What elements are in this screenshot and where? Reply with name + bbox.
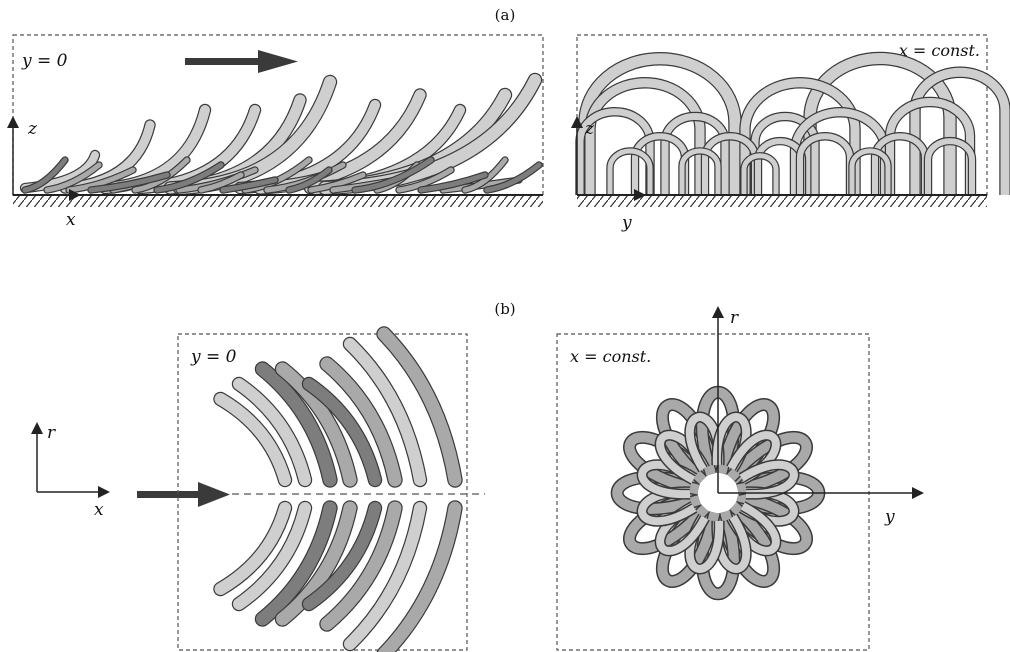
- flow-arrow: [137, 482, 230, 507]
- chevron-leg: [233, 378, 311, 486]
- arch: [925, 138, 975, 195]
- chevron-leg: [303, 378, 381, 486]
- arch: [886, 98, 974, 195]
- wall-hatch: [13, 196, 543, 207]
- panel-a-right: x = const. z y: [571, 34, 1010, 233]
- arch: [607, 148, 653, 195]
- panel-b-caption: (b): [494, 300, 515, 318]
- z-axis-label: z: [584, 119, 595, 139]
- chevron-leg: [377, 501, 462, 652]
- plane-box: [576, 34, 988, 196]
- hairpin-leg: [396, 167, 454, 193]
- plane-box: [556, 333, 870, 651]
- hairpin-vortices-cross-section: [610, 385, 826, 601]
- hairpin-leg: [198, 172, 244, 193]
- hairpin-leg: [220, 177, 278, 193]
- y-axis-label: y: [621, 213, 632, 233]
- arch: [910, 67, 1010, 195]
- chevron-leg: [276, 362, 357, 487]
- plane-label: x = const.: [570, 347, 651, 366]
- hairpin-leg: [88, 172, 170, 193]
- chevron-leg: [214, 502, 291, 595]
- chevron-leg: [344, 338, 426, 486]
- hairpin-leg: [484, 162, 542, 193]
- arch: [632, 133, 688, 195]
- loop: [727, 432, 812, 495]
- y-axis-label: y: [884, 507, 895, 527]
- arch: [579, 53, 741, 195]
- chevron-leg: [320, 501, 402, 631]
- chevron-leg: [233, 502, 311, 610]
- r-axis-label: r: [47, 423, 56, 443]
- hairpin-leg: [462, 157, 508, 193]
- hairpin-leg: [308, 172, 366, 193]
- r-axis-label: r: [730, 308, 739, 328]
- hairpin-leg: [44, 162, 102, 193]
- hairpin-leg: [352, 157, 434, 193]
- hairpin-leg: [418, 172, 488, 193]
- chevron-leg: [256, 501, 337, 626]
- vortex-light: [19, 72, 543, 196]
- arch: [576, 108, 654, 195]
- arch: [751, 113, 819, 195]
- chevron-leg: [214, 393, 291, 486]
- x-axis-label: x: [66, 210, 76, 230]
- arch: [849, 148, 891, 195]
- arch: [741, 153, 779, 195]
- chevron-leg: [344, 502, 426, 650]
- hairpin-vortices-plan: [213, 326, 463, 652]
- panel-a-caption: (a): [495, 6, 516, 24]
- arch: [791, 108, 889, 195]
- panel-a-left: y = 0 z x: [7, 34, 544, 230]
- arch: [804, 53, 956, 195]
- plane-label: x = const.: [899, 41, 980, 60]
- plane-box: [177, 333, 468, 651]
- panel-b-left: y = 0: [177, 326, 485, 652]
- panel-b-axes: r x: [31, 422, 230, 520]
- chevron-leg: [276, 501, 357, 626]
- flow-arrow: [185, 50, 298, 73]
- plane-label: y = 0: [190, 347, 237, 367]
- hairpin-leg: [154, 162, 224, 193]
- panel-b-right: x = const. r y: [556, 306, 924, 651]
- hairpin-leg: [286, 167, 332, 193]
- chevron-leg: [256, 362, 337, 487]
- hairpin-leg: [22, 157, 68, 193]
- arch: [679, 148, 721, 195]
- wall-hatch: [577, 196, 987, 207]
- vortex-mid: [43, 156, 523, 194]
- chevron-leg: [320, 357, 402, 487]
- chevron-leg: [303, 502, 381, 610]
- vortex-dark: [21, 156, 543, 194]
- hairpin-vortices-front: [575, 51, 1010, 195]
- hairpin-vortices-side: [19, 72, 543, 196]
- chevron-leg: [377, 327, 462, 487]
- arch: [797, 133, 853, 195]
- plane-label: y = 0: [21, 51, 68, 71]
- z-axis-label: z: [27, 119, 38, 139]
- x-axis-label: x: [94, 500, 104, 520]
